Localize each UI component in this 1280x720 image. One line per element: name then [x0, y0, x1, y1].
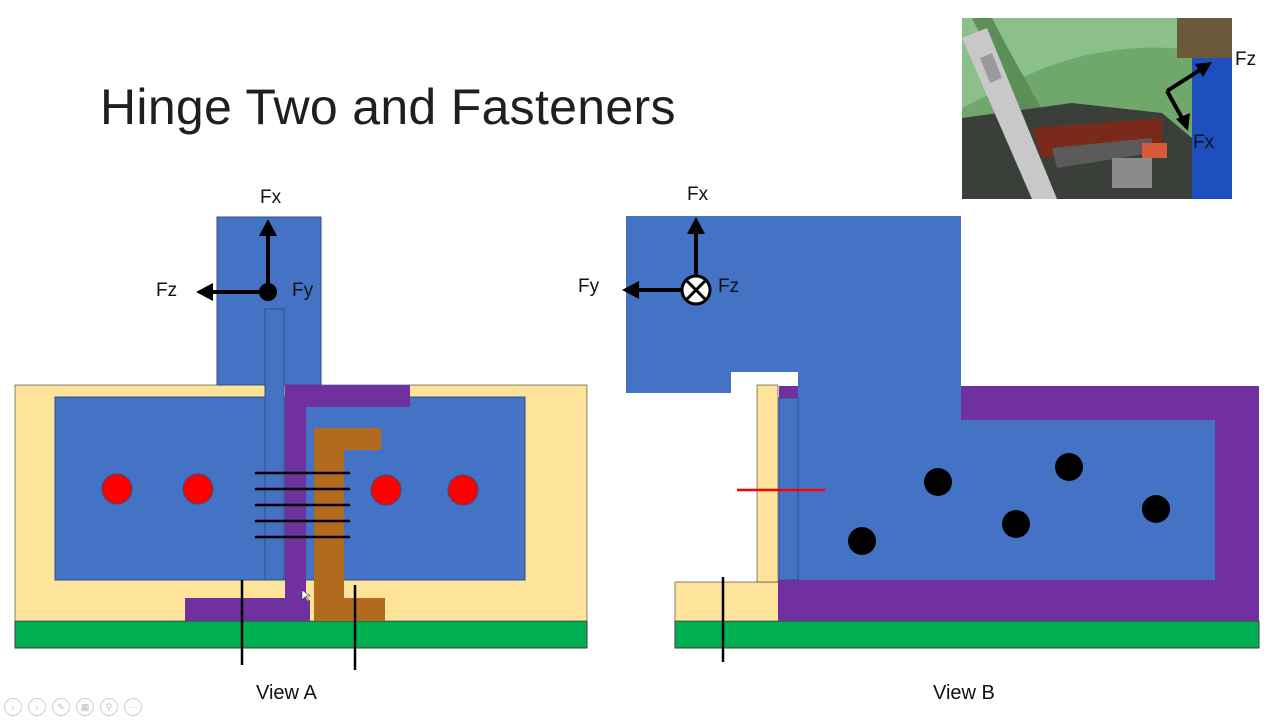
view-a-fy-label: Fy [292, 280, 314, 301]
purple-frame [778, 386, 1259, 621]
base-plate [14, 620, 588, 649]
fastener-black [1002, 510, 1030, 538]
slide-title: Hinge Two and Fasteners [100, 79, 676, 135]
more-icon[interactable]: ⋯ [124, 698, 142, 716]
fastener-black [1142, 495, 1170, 523]
photo-illustration [962, 18, 1232, 199]
mouse-cursor [301, 589, 311, 603]
hinge-block [626, 216, 1215, 580]
zoom-icon[interactable]: ⚲ [100, 698, 118, 716]
view-b-fz-label: Fz [718, 276, 740, 297]
view-a-caption: View A [256, 682, 317, 704]
view-b-fy-label: Fy [578, 276, 600, 297]
orange-bracket [314, 428, 385, 621]
fastener-red [370, 474, 402, 506]
bolt-lines [255, 471, 350, 539]
hinge-strip [264, 308, 285, 581]
force-arrows-a [196, 219, 277, 301]
prev-icon[interactable]: ‹ [4, 698, 22, 716]
view-a-fz-label: Fz [156, 280, 178, 301]
fastener-black [848, 527, 876, 555]
slides-icon[interactable]: ▦ [76, 698, 94, 716]
view-b-caption: View B [933, 682, 995, 704]
fastener-red [182, 473, 214, 505]
frame-cream-strip [756, 384, 779, 583]
frame-cream [674, 581, 780, 622]
base-plate [674, 620, 1260, 649]
photo-fx-label: Fx [1193, 132, 1215, 153]
photo-fz-label: Fz [1235, 49, 1257, 70]
view-a-fx-label: Fx [260, 187, 282, 208]
force-arrows-b [622, 217, 712, 306]
purple-tab [779, 386, 798, 398]
fastener-red [101, 473, 133, 505]
pen-icon[interactable]: ✎ [52, 698, 70, 716]
fastener-black [1055, 453, 1083, 481]
hinge-photo [962, 18, 1232, 199]
fastener-black [924, 468, 952, 496]
fastener-red [447, 474, 479, 506]
next-icon[interactable]: › [28, 698, 46, 716]
slideshow-controls: ‹ › ✎ ▦ ⚲ ⋯ [4, 698, 142, 716]
purple-bracket [185, 385, 410, 621]
view-b-fx-label: Fx [687, 184, 709, 205]
